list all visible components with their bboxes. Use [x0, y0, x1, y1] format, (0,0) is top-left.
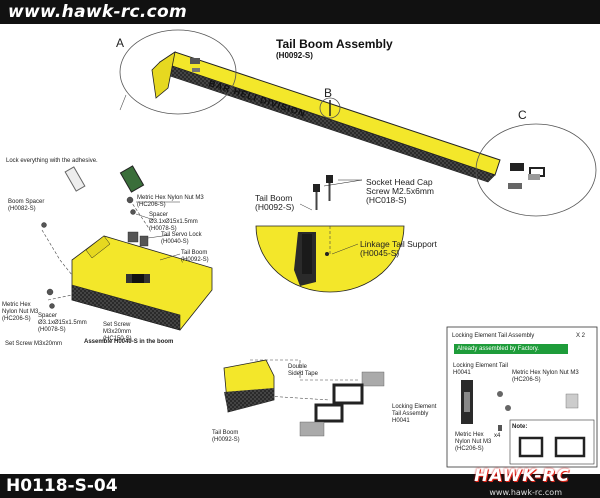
label-spacer-bottom: Spacer Ø3.1xØ15x1.5mm (H0078-S) [38, 313, 87, 333]
detail-circle-b [319, 97, 341, 119]
adhesive-bottles [64, 165, 145, 193]
label-x4: x4 [494, 433, 501, 439]
label-locking-element: Locking Element Tail Assembly H0041 [392, 404, 437, 424]
detail-label-b: B [324, 86, 333, 100]
diagram-subtitle: (H0092-S) [276, 51, 313, 60]
diagram-title: Tail Boom Assembly [276, 37, 393, 51]
label-cap-screw: Socket Head Cap Screw M2.5x6mm (HC018-S) [366, 177, 435, 205]
tail-support-disc [255, 225, 405, 293]
label-spacer-top: Spacer Ø3.1xØ15x1.5mm (H0078-S) [149, 212, 198, 232]
leader-lines [135, 201, 359, 261]
bottom-banner: H0118-S-04 [0, 474, 600, 498]
hawk-rc-logo: HAWK-RC [474, 466, 570, 486]
label-tail-boom-bottom: Tail Boom (H0092-S) [212, 430, 240, 443]
label-boom-spacer: Boom Spacer (H0082-S) [8, 199, 45, 212]
logo-url: www.hawk-rc.com [489, 488, 562, 497]
label-double-sided-tape: Double Sided Tape [288, 364, 318, 377]
label-tail-servo-lock: Tail Servo Lock (H0040-S) [161, 232, 202, 245]
bottom-boom-assembly [223, 359, 385, 437]
label-note: Note: [512, 424, 528, 430]
label-tail-boom-center: Tail Boom (H0092-S) [255, 193, 295, 212]
detail-circle-a [119, 29, 237, 115]
detail-circle-c [475, 123, 597, 217]
right-panel [446, 326, 598, 468]
label-set-screw: Set Screw M3x20mm (HC150-S) [103, 322, 132, 342]
label-locking-tail: Locking Element Tail H0041 [453, 363, 508, 376]
detail-label-a: A [116, 36, 125, 50]
part-number: H0118-S-04 [6, 476, 118, 496]
label-linkage-support: Linkage Tail Support (H0045-S) [360, 239, 437, 258]
label-nut-right: Metric Hex Nylon Nut M3 (HC206-S) [512, 370, 579, 383]
detail-label-c: C [518, 108, 527, 122]
label-nut-bottom: Metric Hex Nylon Nut M3 (HC206-S) [455, 432, 492, 452]
label-tail-boom-left: Tail Boom (H0092-S) [181, 250, 209, 263]
top-banner: www.hawk-rc.com [0, 0, 600, 24]
set-screw-note: Set Screw M3x20mm [5, 341, 63, 347]
adhesive-note: Lock everything with the adhesive. [6, 158, 98, 164]
factory-note-badge: Already assembled by Factory. [454, 344, 568, 354]
right-quantity: X 2 [576, 333, 586, 339]
label-nut-left: Metric Hex Nylon Nut M3 (HC206-S) [2, 302, 39, 322]
dashed-guides [41, 199, 360, 401]
label-nut-top: Metric Hex Nylon Nut M3 (HC206-S) [137, 195, 204, 208]
right-assembly-title: Locking Element Tail Assembly [452, 333, 535, 339]
site-url[interactable]: www.hawk-rc.com [8, 2, 188, 22]
left-boom-assembly [71, 235, 213, 331]
assemble-note: Assemble H0040-S in the boom [84, 339, 174, 345]
cap-screws [313, 175, 363, 210]
